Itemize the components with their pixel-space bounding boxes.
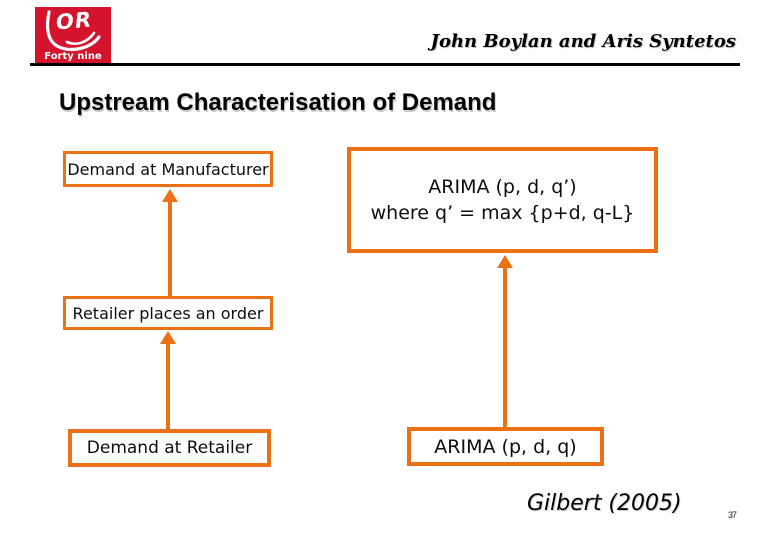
header-divider bbox=[30, 63, 740, 66]
box-demand-at-retailer: Demand at Retailer bbox=[68, 429, 271, 467]
arrow-retailer-to-order bbox=[160, 331, 176, 429]
up-arrowhead-icon bbox=[497, 255, 513, 268]
box-retailer-places-order: Retailer places an order bbox=[63, 296, 273, 330]
page-number: 37 bbox=[728, 510, 737, 520]
box-arima-upstream-line1: ARIMA (p, d, q’) bbox=[428, 176, 577, 198]
box-demand-at-manufacturer: Demand at Manufacturer bbox=[63, 151, 273, 187]
box-demand-at-manufacturer-label: Demand at Manufacturer bbox=[67, 159, 269, 179]
box-arima-upstream: ARIMA (p, d, q’) where q’ = max {p+d, q-… bbox=[347, 147, 658, 253]
citation: Gilbert (2005) bbox=[527, 491, 682, 516]
arrow-order-to-manufacturer bbox=[162, 189, 178, 296]
logo-forty-nine-text: Forty nine bbox=[44, 51, 102, 62]
arrow-arima-retailer-to-upstream bbox=[497, 255, 513, 427]
arrow-shaft bbox=[168, 198, 172, 296]
box-retailer-places-order-label: Retailer places an order bbox=[72, 303, 264, 323]
arrow-shaft bbox=[503, 264, 507, 427]
up-arrowhead-icon bbox=[162, 189, 178, 202]
header-authors: John Boylan and Aris Syntetos bbox=[430, 31, 736, 52]
logo-swoosh-icon bbox=[45, 10, 101, 51]
or-society-logo: OR Forty nine bbox=[35, 7, 111, 64]
box-demand-at-retailer-label: Demand at Retailer bbox=[86, 438, 253, 458]
box-arima-retailer: ARIMA (p, d, q) bbox=[407, 427, 604, 466]
arrow-shaft bbox=[166, 340, 170, 429]
up-arrowhead-icon bbox=[160, 331, 176, 344]
slide-title: Upstream Characterisation of Demand bbox=[59, 89, 497, 116]
box-arima-upstream-line2: where q’ = max {p+d, q-L} bbox=[370, 202, 635, 224]
logo-or-text: OR bbox=[55, 7, 94, 35]
box-arima-retailer-label: ARIMA (p, d, q) bbox=[434, 435, 577, 458]
